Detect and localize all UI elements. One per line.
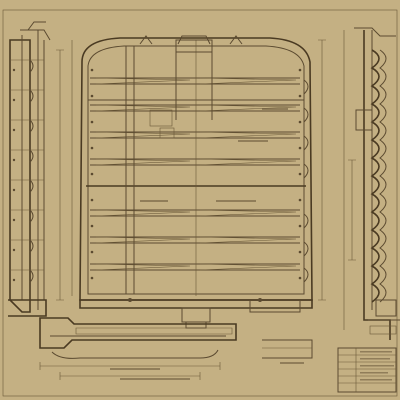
rivet-column-center-left	[90, 68, 94, 280]
base-detail-bottom	[39, 317, 313, 380]
sheet-border	[2, 9, 398, 397]
rivet-row-left	[12, 68, 16, 282]
end-elevation-center	[56, 35, 326, 329]
cross-section-right	[343, 27, 400, 340]
rivet-column-center-right	[298, 68, 302, 280]
title-block	[337, 347, 397, 393]
side-section-left	[8, 21, 51, 317]
